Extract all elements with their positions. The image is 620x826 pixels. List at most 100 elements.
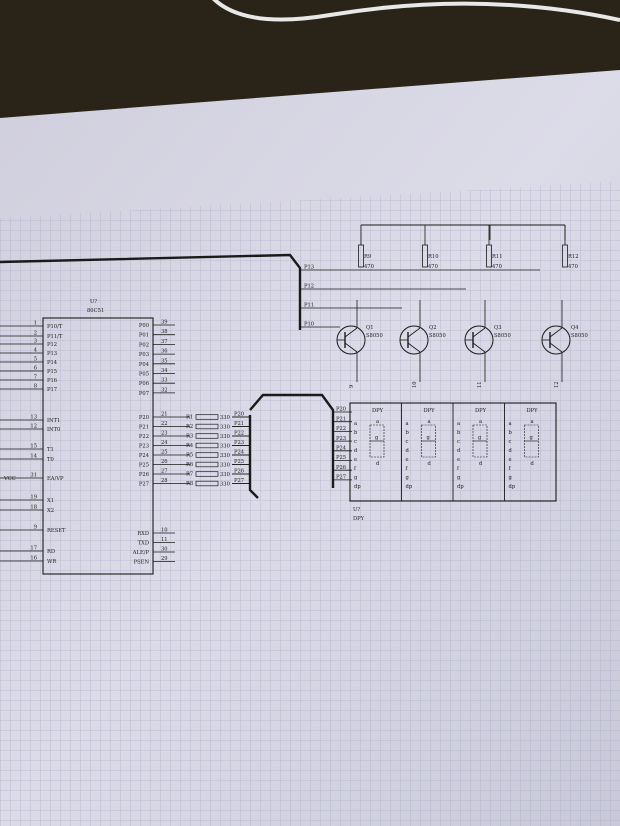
display-net-label: P24 (336, 446, 347, 452)
segment-pin-label: b (406, 430, 410, 436)
segment-pin-label: f (406, 466, 409, 472)
segment-pin-label: dp (509, 484, 516, 490)
pullup-value: 470 (364, 264, 374, 270)
chip-ref: U? (90, 299, 97, 305)
chip-p2-pin-number: 21 (161, 412, 168, 418)
segment-pin-label: dp (406, 484, 413, 490)
series-resistor-label: R6 (186, 462, 193, 468)
chip-left-pin-number: 13 (30, 415, 37, 421)
series-resistor-value: 330 (220, 415, 230, 421)
transistor-collector (549, 327, 563, 338)
series-resistor-value: 330 (220, 443, 230, 449)
transistor-emitter (344, 342, 358, 353)
series-resistor (195, 433, 219, 439)
bus-left (248, 415, 259, 499)
chip-left-pin-name: P16 (47, 378, 57, 384)
transistor-emitter (407, 342, 421, 353)
transistor-emitter (472, 342, 486, 353)
pullup-ref: R9 (364, 254, 371, 260)
digit-title: DPY (424, 408, 436, 414)
chip-right-pin-number: 35 (161, 358, 168, 364)
segment-pin-label: b (354, 430, 358, 436)
transistor-emitter (549, 342, 563, 353)
chip-left-pin-name: P10/T (47, 324, 63, 330)
chip-ctrl-pin-name: RXD (137, 531, 149, 537)
transistor-part: S8050 (429, 333, 446, 339)
chip-right-pin-name: P00 (139, 323, 149, 329)
chip-left-pin-number: 9 (34, 525, 37, 531)
pullup-ref: R11 (492, 254, 503, 260)
display-net-label: P21 (336, 416, 346, 422)
pullup-value: 470 (492, 264, 502, 270)
chip-left-pin-name: T1 (47, 447, 54, 453)
series-resistor-value: 330 (220, 481, 230, 487)
pullup-resistor (562, 244, 568, 268)
p2-net-label: P22 (234, 431, 244, 437)
segment-pin-label: d (509, 448, 513, 454)
chip-right-pin-number: 32 (161, 387, 168, 393)
grid-area (0, 182, 620, 826)
transistor-part: S8050 (366, 333, 383, 339)
segment-a-label: a (479, 419, 482, 425)
digit-title: DPY (475, 408, 487, 414)
segment-pin-label: d (354, 448, 358, 454)
chip-left-pin-name: P13 (47, 351, 57, 357)
series-resistor-value: 330 (220, 434, 230, 440)
segment-g-label: g (478, 435, 482, 441)
display-part: DPY (353, 516, 365, 522)
chip-p2-pin-name: P25 (139, 463, 149, 469)
chip-left-pin-number: 4 (34, 348, 38, 354)
common-pin-label: 11 (477, 381, 483, 388)
chip-right-pin-number: 39 (161, 320, 168, 326)
series-resistor (195, 471, 219, 477)
series-resistor-label: R7 (186, 472, 193, 478)
bus-p2 (249, 393, 335, 488)
chip-left-pin-number: 16 (30, 556, 37, 562)
digit-title: DPY (372, 408, 384, 414)
segment-pin-label: g (457, 475, 461, 481)
segment-g-label: g (530, 435, 534, 441)
series-resistor (195, 452, 219, 458)
chip-p2-pin-name: P24 (139, 453, 150, 459)
chip-p2-pin-name: P26 (139, 472, 149, 478)
chip-p2-pin-number: 27 (161, 469, 168, 475)
vcc-label: VCC (3, 476, 16, 482)
p2-net-label: P23 (234, 440, 244, 446)
chip-right-pin-number: 33 (161, 378, 168, 384)
common-pin-label: 9 (349, 385, 355, 388)
chip-p2-pin-number: 22 (161, 421, 168, 427)
segment-pin-label: g (509, 475, 513, 481)
pullup-resistor (358, 244, 364, 268)
chip-ctrl-pin-name: TXD (138, 541, 149, 547)
chip-left-pin-number: 2 (34, 331, 37, 337)
chip-left-pin-name: INT1 (47, 418, 60, 424)
segment-d-label: d (428, 461, 432, 467)
transistor-collector (344, 327, 358, 338)
segment-pin-label: g (406, 475, 410, 481)
segment-pin-label: c (457, 439, 460, 445)
chip-left-pin-number: 6 (34, 366, 37, 372)
transistor-ref: Q1 (366, 325, 374, 331)
segment-a-label: a (428, 419, 431, 425)
series-resistor-value: 330 (220, 462, 230, 468)
segment-pin-label: b (457, 430, 461, 436)
p1-net-label: P10 (304, 322, 314, 328)
segment-pin-label: c (406, 439, 409, 445)
series-resistor-label: R3 (186, 434, 193, 440)
chip-left-pin-name: X2 (47, 508, 54, 514)
segment-pin-label: c (509, 439, 512, 445)
chip-right-pin-number: 36 (161, 349, 168, 355)
transistor-ref: Q3 (494, 325, 502, 331)
chip-right-pin-name: P01 (139, 333, 149, 339)
chip-right-pin-name: P05 (139, 372, 149, 378)
p2-net-label: P25 (234, 459, 244, 465)
chip-left-pin-name: P14 (47, 360, 58, 366)
series-resistor-value: 330 (220, 453, 230, 459)
segment-a-label: a (531, 419, 534, 425)
pullup-value: 470 (428, 264, 438, 270)
segment-pin-label: a (457, 421, 460, 427)
series-resistor-label: R2 (186, 424, 193, 430)
p1-net-label: P11 (304, 303, 314, 309)
pullup-resistor (486, 244, 492, 268)
chip-p2-pin-number: 25 (161, 450, 168, 456)
